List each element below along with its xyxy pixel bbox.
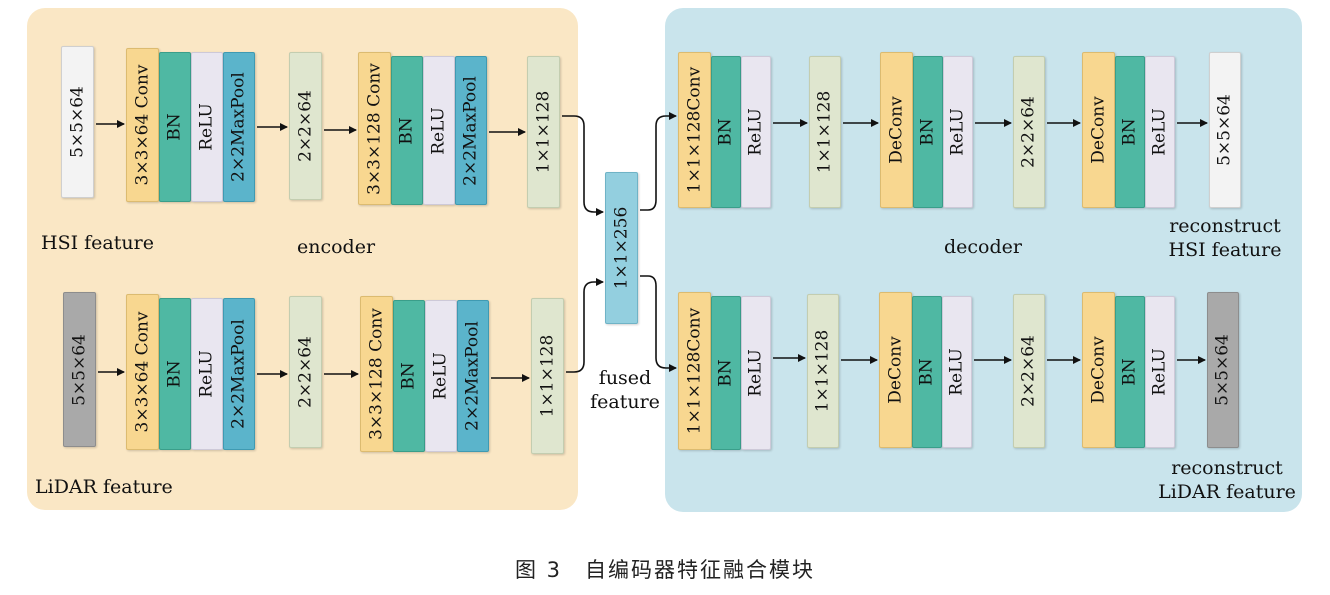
- lidar-feat1-block: 2×2×64: [289, 296, 322, 448]
- dec-lidar-relu3-block: ReLU: [1145, 296, 1175, 448]
- fused-feature-label: fused feature: [582, 366, 668, 414]
- dec-hsi-relu2-block: ReLU: [943, 56, 973, 208]
- lidar-relu2-block: ReLU: [425, 300, 457, 452]
- dec-hsi-feat1-block: 1×1×128: [809, 56, 841, 208]
- reconstruct-hsi-line1: reconstruct: [1169, 215, 1281, 237]
- reconstruct-hsi-line2: HSI feature: [1168, 239, 1282, 261]
- dec-hsi-conv-block: 1×1×128Conv: [678, 52, 711, 208]
- hsi-input-block: 5×5×64: [61, 46, 94, 198]
- hsi-pool1-block: 2×2MaxPool: [223, 52, 255, 202]
- arrow: [640, 275, 677, 372]
- reconstruct-lidar-line1: reconstruct: [1171, 457, 1283, 479]
- dec-hsi-bn1-block: BN: [711, 56, 741, 208]
- reconstruct-lidar-line2: LiDAR feature: [1158, 481, 1296, 503]
- lidar-input-block: 5×5×64: [63, 292, 96, 447]
- dec-lidar-deconv1-block: DeConv: [879, 292, 912, 448]
- dec-hsi-relu1-block: ReLU: [741, 56, 771, 208]
- hsi-bn2-block: BN: [391, 56, 423, 205]
- lidar-conv1-block: 3×3×64 Conv: [126, 294, 159, 450]
- decoder-panel: [665, 8, 1302, 512]
- hsi-pool2-block: 2×2MaxPool: [455, 56, 487, 205]
- dec-hsi-deconv2-block: DeConv: [1082, 52, 1115, 208]
- lidar-out-block: 1×1×128: [531, 298, 564, 454]
- dec-lidar-feat1-block: 1×1×128: [807, 294, 839, 448]
- lidar-pool2-block: 2×2MaxPool: [457, 300, 489, 452]
- lidar-feature-label: LiDAR feature: [35, 476, 173, 498]
- lidar-pool1-block: 2×2MaxPool: [223, 298, 255, 450]
- arrow: [562, 115, 604, 216]
- dec-hsi-deconv1-block: DeConv: [880, 52, 913, 208]
- fused-label-line1: fused: [598, 367, 652, 389]
- dec-hsi-out-block: 5×5×64: [1209, 52, 1241, 208]
- dec-hsi-bn2-block: BN: [913, 56, 943, 208]
- reconstruct-lidar-label: reconstruct LiDAR feature: [1144, 456, 1310, 504]
- encoder-label: encoder: [297, 236, 376, 258]
- hsi-relu2-block: ReLU: [423, 56, 455, 205]
- reconstruct-hsi-label: reconstruct HSI feature: [1150, 214, 1300, 262]
- lidar-bn2-block: BN: [393, 300, 425, 452]
- hsi-out-block: 1×1×128: [527, 56, 560, 208]
- arrow: [640, 112, 677, 211]
- dec-lidar-bn3-block: BN: [1115, 296, 1145, 448]
- hsi-conv2-block: 3×3×128 Conv: [358, 52, 391, 205]
- hsi-conv1-block: 3×3×64 Conv: [126, 48, 159, 202]
- lidar-bn1-block: BN: [159, 298, 191, 450]
- dec-lidar-relu2-block: ReLU: [942, 296, 972, 448]
- lidar-relu1-block: ReLU: [191, 298, 223, 450]
- dec-lidar-bn1-block: BN: [711, 296, 741, 450]
- hsi-relu1-block: ReLU: [191, 52, 223, 202]
- figure-caption: 图 3 自编码器特征融合模块: [514, 558, 816, 582]
- dec-lidar-deconv2-block: DeConv: [1082, 292, 1115, 448]
- dec-lidar-out-block: 5×5×64: [1207, 292, 1239, 448]
- dec-hsi-bn3-block: BN: [1115, 56, 1145, 208]
- fused-label-line2: feature: [590, 391, 660, 413]
- dec-lidar-bn2-block: BN: [912, 296, 942, 448]
- dec-lidar-feat2-block: 2×2×64: [1013, 294, 1045, 448]
- hsi-bn1-block: BN: [159, 52, 191, 202]
- fused-block: 1×1×256: [605, 172, 638, 324]
- lidar-conv2-block: 3×3×128 Conv: [360, 296, 393, 452]
- dec-hsi-feat2-block: 2×2×64: [1013, 56, 1045, 208]
- hsi-feat1-block: 2×2×64: [289, 52, 322, 200]
- dec-lidar-relu1-block: ReLU: [741, 296, 771, 450]
- dec-hsi-relu3-block: ReLU: [1145, 56, 1175, 208]
- decoder-label: decoder: [944, 236, 1022, 258]
- dec-lidar-conv-block: 1×1×128Conv: [678, 292, 711, 450]
- hsi-feature-label: HSI feature: [41, 232, 154, 254]
- arrow: [566, 278, 604, 373]
